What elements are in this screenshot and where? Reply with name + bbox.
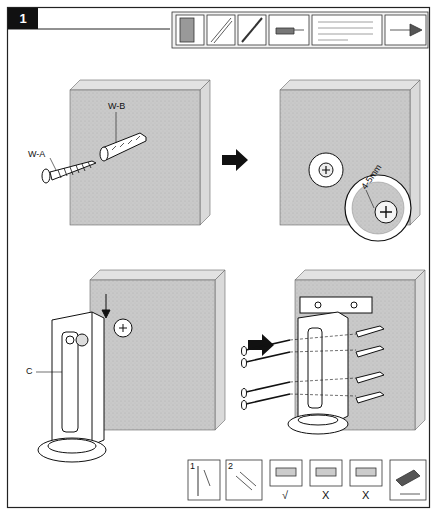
wall-panel [70, 80, 210, 225]
part-label: C [26, 367, 33, 376]
step-tab: 1 [8, 8, 38, 29]
cross-mark: X [362, 490, 369, 501]
check-mark: √ [282, 490, 288, 501]
part-label: W-B [108, 102, 125, 111]
cross-mark: X [322, 490, 329, 501]
step-number: 1 [19, 11, 26, 26]
part-label: W-A [28, 150, 45, 159]
callout-number: 2 [228, 462, 233, 471]
callout-number: 1 [190, 462, 195, 471]
